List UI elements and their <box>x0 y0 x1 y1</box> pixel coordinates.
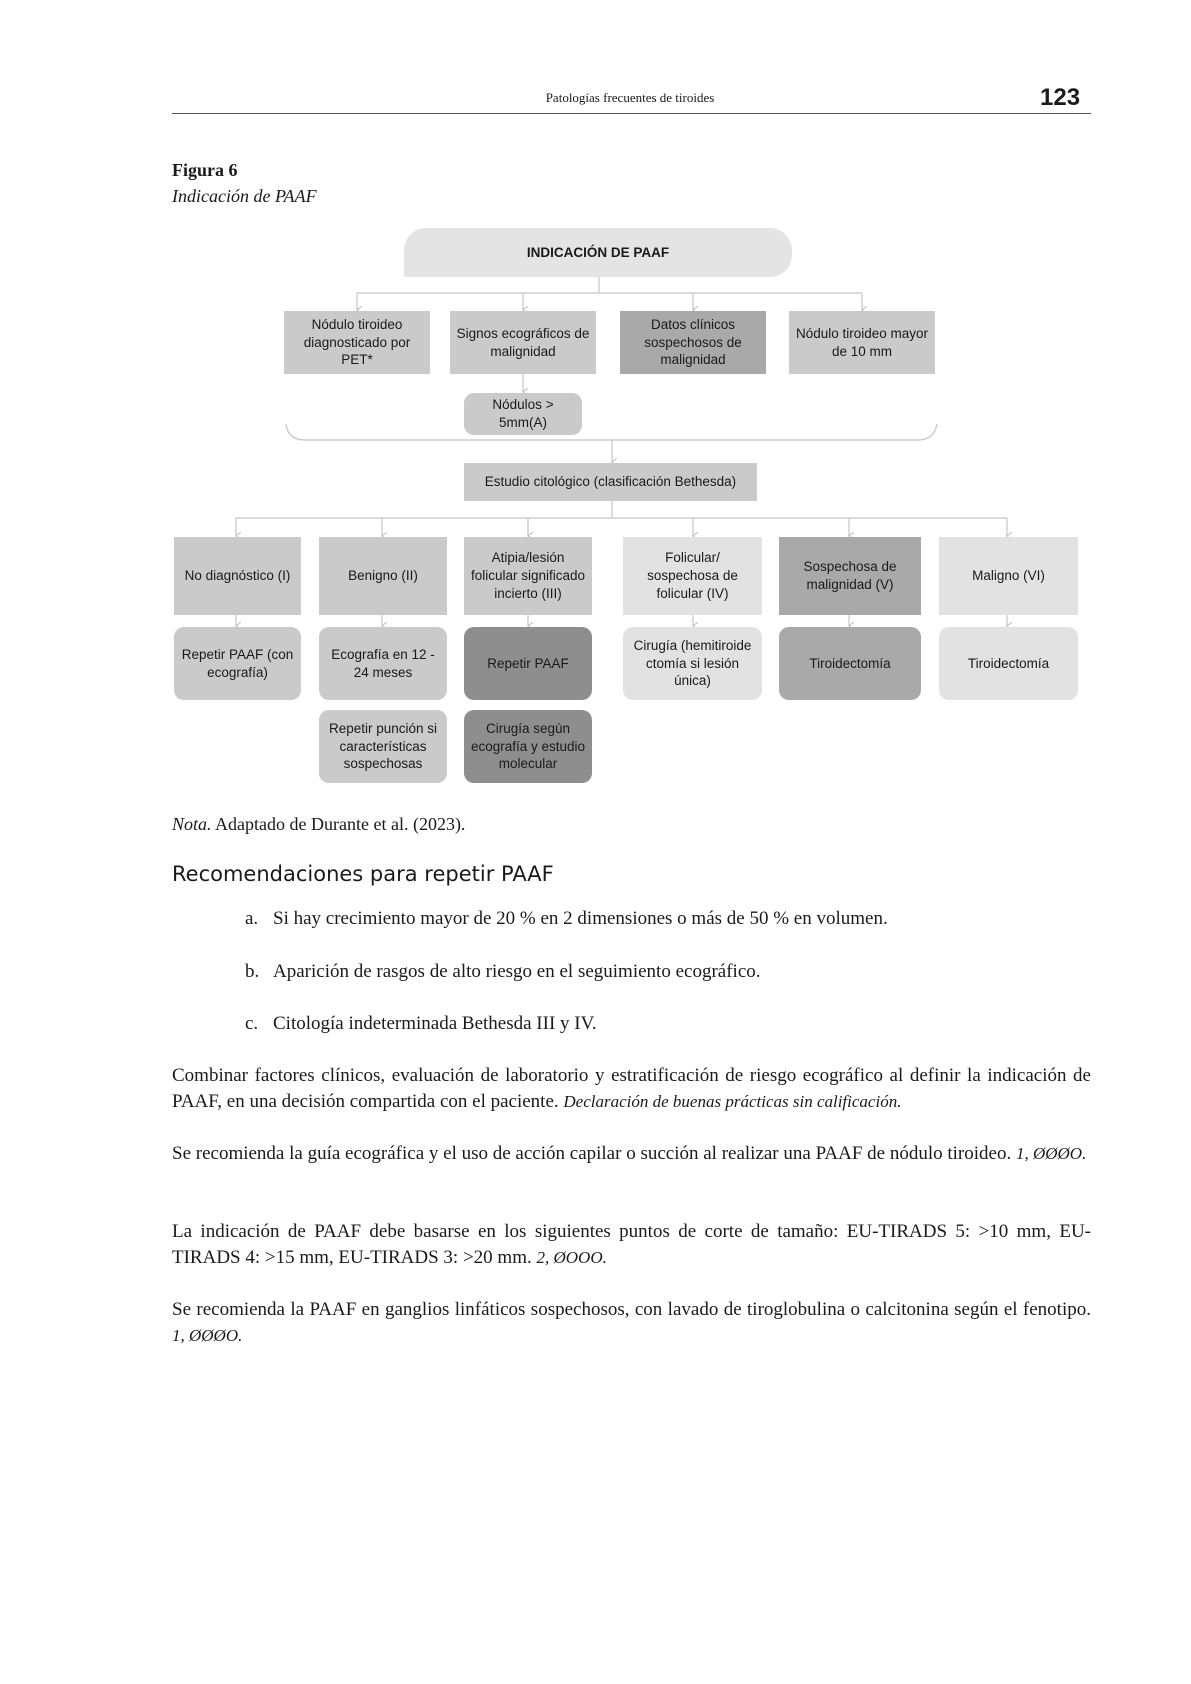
section-heading: Recomendaciones para repetir PAAF <box>172 862 554 886</box>
paragraph: Se recomienda la PAAF en ganglios linfát… <box>172 1297 1091 1349</box>
note-label: Nota. <box>172 814 212 834</box>
flow-criterion-ultrasound: Signos ecográficos de malignidad <box>450 311 596 374</box>
header-rule <box>172 113 1091 114</box>
page-number: 123 <box>1040 84 1081 111</box>
flow-root: INDICACIÓN DE PAAF <box>404 228 792 277</box>
paragraph-text: Se recomienda la PAAF en ganglios linfát… <box>172 1299 1091 1320</box>
paragraph-text: La indicación de PAAF debe basarse en lo… <box>172 1221 1091 1268</box>
flow-category-ii: Benigno (II) <box>319 537 447 615</box>
list-item-text: Citología indeterminada Bethesda III y I… <box>273 1013 597 1034</box>
running-title: Patologías frecuentes de tiroides <box>545 90 715 105</box>
flow-action-iii-secondary: Cirugía según ecografía y estudio molecu… <box>464 710 592 783</box>
list-item-label: b. <box>245 961 260 982</box>
flow-category-iv: Folicular/ sospechosa de folicular (IV) <box>623 537 762 615</box>
list-item-text: Si hay crecimiento mayor de 20 % en 2 di… <box>273 908 888 929</box>
flow-action-vi: Tiroidectomía <box>939 627 1078 700</box>
flow-action-i: Repetir PAAF (con ecografía) <box>174 627 301 700</box>
figure-subtitle: Indicación de PAAF <box>172 186 317 206</box>
flow-action-iii: Repetir PAAF <box>464 627 592 700</box>
flow-subcriterion-nodules: Nódulos > 5mm(A) <box>464 393 582 435</box>
figure-label: Figura 6 <box>172 160 238 180</box>
paragraph-grade: Declaración de buenas prácticas sin cali… <box>563 1092 902 1111</box>
list-item-label: c. <box>245 1013 259 1034</box>
flow-action-iv: Cirugía (hemitiroide ctomía si lesión ún… <box>623 627 762 700</box>
flow-criterion-clinical: Datos clínicos sospechosos de malignidad <box>620 311 766 374</box>
flow-action-ii-secondary: Repetir punción si características sospe… <box>319 710 447 783</box>
flow-category-i: No diagnóstico (I) <box>174 537 301 615</box>
note-text: Adaptado de Durante et al. (2023). <box>211 814 466 834</box>
list-item: a. Si hay crecimiento mayor de 20 % en 2 … <box>245 908 888 930</box>
paragraph-text: Combinar factores clínicos, evaluación d… <box>172 1065 1091 1112</box>
flow-action-ii: Ecografía en 12 - 24 meses <box>319 627 447 700</box>
paragraph-grade: 1, ØØØO. <box>172 1326 243 1345</box>
flow-action-v: Tiroidectomía <box>779 627 921 700</box>
list-item-text: Aparición de rasgos de alto riesgo en el… <box>273 961 761 982</box>
paragraph-text: Se recomienda la guía ecográfica y el us… <box>172 1143 1016 1164</box>
paragraph: La indicación de PAAF debe basarse en lo… <box>172 1219 1091 1271</box>
paragraph-grade: 2, ØOOO. <box>536 1248 607 1267</box>
list-item-label: a. <box>245 908 259 929</box>
flow-criterion-pet: Nódulo tiroideo diagnosticado por PET* <box>284 311 430 374</box>
flow-category-vi: Maligno (VI) <box>939 537 1078 615</box>
list-item: b. Aparición de rasgos de alto riesgo en … <box>245 961 761 983</box>
flow-category-iii: Atipia/lesión folicular significado inci… <box>464 537 592 615</box>
flow-cytology-study: Estudio citológico (clasificación Bethes… <box>464 463 757 501</box>
flow-category-v: Sospechosa de malignidad (V) <box>779 537 921 615</box>
flowchart-connectors <box>0 277 1191 800</box>
flow-criterion-size: Nódulo tiroideo mayor de 10 mm <box>789 311 935 374</box>
paragraph: Se recomienda la guía ecográfica y el us… <box>172 1141 1091 1167</box>
paragraph: Combinar factores clínicos, evaluación d… <box>172 1063 1091 1115</box>
list-item: c. Citología indeterminada Bethesda III y… <box>245 1013 597 1035</box>
figure-note: Nota. Adaptado de Durante et al. (2023). <box>172 814 465 835</box>
paragraph-grade: 1, ØØØO. <box>1015 1144 1087 1163</box>
